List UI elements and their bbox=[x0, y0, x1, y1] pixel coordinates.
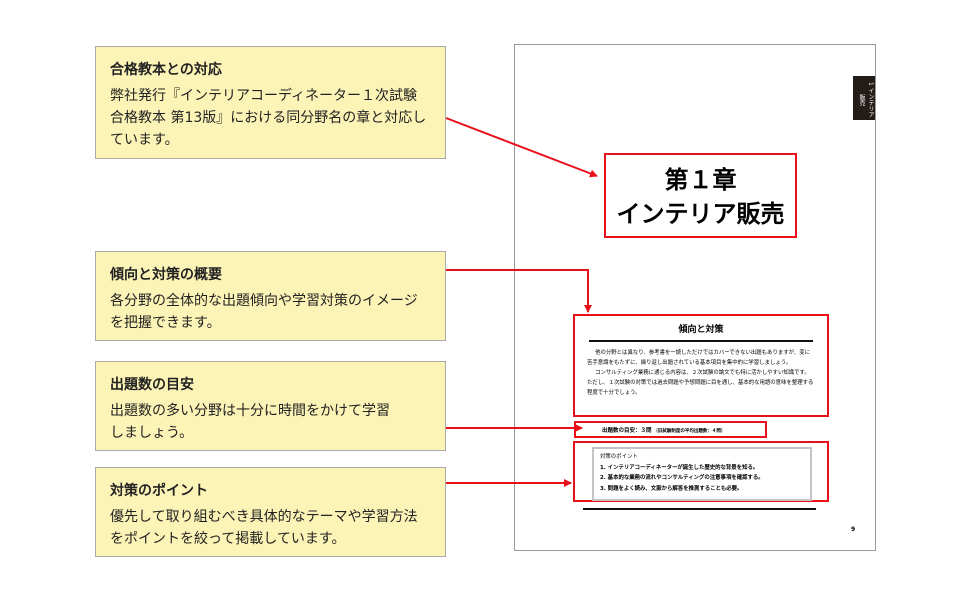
points-box: 対策のポイント 1. インテリアコーディネーターが誕生した歴史的な背景を知る。 … bbox=[592, 447, 812, 501]
callout-text: 出題数の多い分野は十分に時間をかけて学習しましょう。 bbox=[110, 403, 390, 441]
callout-title: 傾向と対策の概要 bbox=[110, 267, 222, 283]
count-main: 出題数の目安：３問 bbox=[602, 428, 652, 434]
callout-title: 出題数の目安 bbox=[110, 377, 194, 393]
chapter-title: インテリア販売 bbox=[616, 200, 785, 228]
callout-text: 弊社発行『インテリアコーディネーター１次試験合格教本 第13版』における同分野名… bbox=[110, 88, 427, 148]
callout-text: 優先して取り組むべき具体的なテーマや学習方法をポイントを絞って掲載しています。 bbox=[110, 509, 418, 547]
points-section: 対策のポイント 1. インテリアコーディネーターが誕生した歴史的な背景を知る。 … bbox=[573, 441, 829, 502]
arrow-textbook bbox=[445, 117, 598, 178]
callout-trend: 傾向と対策の概要 各分野の全体的な出題傾向や学習対策のイメージを把握できます。 bbox=[95, 251, 446, 341]
arrow-trend bbox=[446, 269, 592, 313]
point-item: 2. 基本的な業務の流れやコンサルティングの注意事項を確認する。 bbox=[600, 475, 764, 481]
section-paragraph: 他の分野とは異なり、参考書を一読しただけではカバーできない出題もありますが、変に… bbox=[587, 350, 811, 366]
callout-title: 対策のポイント bbox=[110, 483, 208, 499]
page-number: 9 bbox=[851, 526, 856, 533]
section-paragraph: コンサルティング業務に通じる内容は、２次試験の論文でも特に活かしやすい知識です。… bbox=[587, 370, 814, 396]
section-rule bbox=[589, 340, 813, 342]
chapter-tab: 1 インテリア販売 bbox=[853, 76, 875, 120]
trend-section: 傾向と対策 他の分野とは異なり、参考書を一読しただけではカバーできない出題もあり… bbox=[573, 314, 829, 417]
section-title: 傾向と対策 bbox=[678, 325, 724, 335]
callout-textbook: 合格教本との対応 弊社発行『インテリアコーディネーター１次試験合格教本 第13版… bbox=[95, 46, 446, 159]
callout-points: 対策のポイント 優先して取り組むべき具体的なテーマや学習方法をポイントを絞って掲… bbox=[95, 467, 446, 557]
chapter-heading: 第１章 インテリア販売 bbox=[604, 153, 797, 238]
count-note: （旧試験制度の平均出題数：４問） bbox=[653, 429, 726, 434]
callout-count: 出題数の目安 出題数の多い分野は十分に時間をかけて学習しましょう。 bbox=[95, 361, 446, 451]
bottom-rule bbox=[583, 508, 816, 510]
callout-text: 各分野の全体的な出題傾向や学習対策のイメージを把握できます。 bbox=[110, 293, 418, 331]
point-item: 3. 問題をよく読み、文脈から解答を推測することも必要。 bbox=[600, 485, 743, 492]
points-title: 対策のポイント bbox=[600, 454, 638, 460]
chapter-number: 第１章 bbox=[664, 166, 737, 194]
point-item: 1. インテリアコーディネーターが誕生した歴史的な背景を知る。 bbox=[600, 464, 759, 471]
callout-title: 合格教本との対応 bbox=[110, 62, 222, 78]
